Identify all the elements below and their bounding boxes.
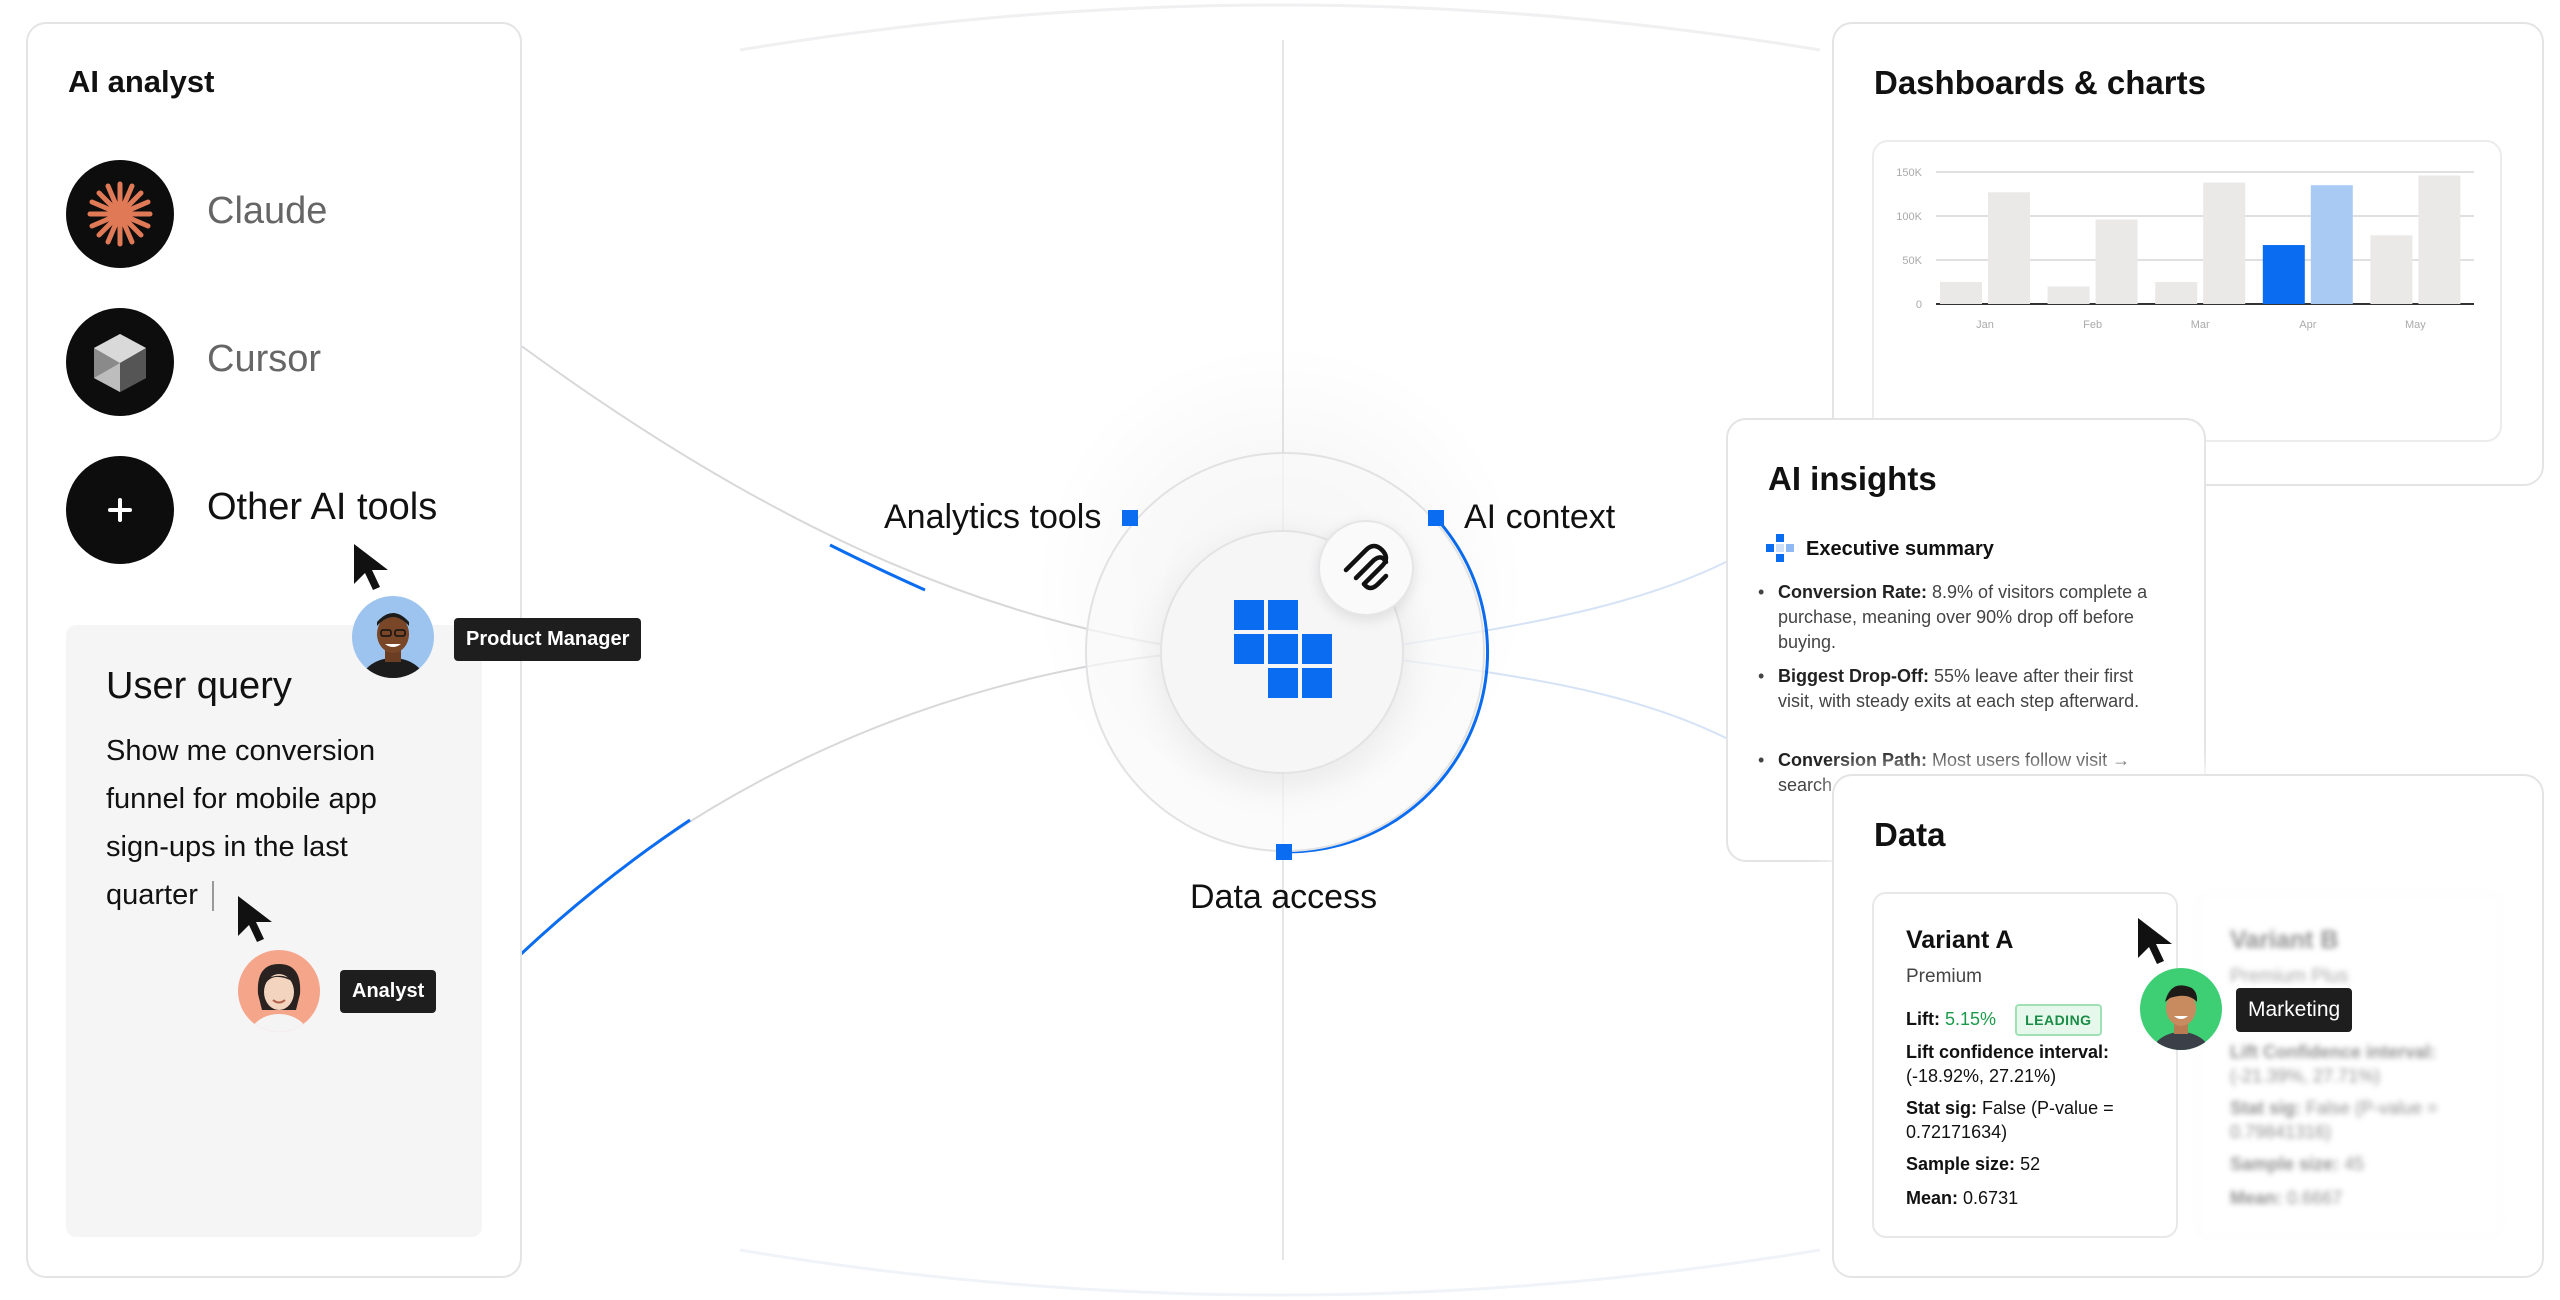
bar-apr-series-2 [2310,185,2353,304]
y-tick-label: 100K [1896,211,1922,223]
ci-value: (-18.92%, 27.21%) [1906,1066,2057,1086]
bar-feb-series-1 [2047,286,2090,304]
variant-a-plan: Premium [1906,966,1983,987]
product-manager-avatar [352,596,434,678]
variant-b-title: Variant B [2230,926,2339,954]
analyst-tag: Analyst [340,970,437,1013]
variant-a-lift: Lift: 5.15% LEADING [1906,1004,2166,1036]
ci-value: (-21.39%, 27.71%) [2230,1066,2381,1086]
bar-apr-series-1 [2262,245,2305,304]
bar-mar-series-1 [2155,282,2198,304]
sparkle-grid-icon [1766,534,1794,562]
sample-label: Sample size: [1906,1154,2016,1174]
insight-text: 8.9% of visitors complete a purchase, me… [1778,582,2148,652]
mean-label: Mean: [1906,1188,1959,1208]
insight-bullet: Biggest Drop-Off: 55% leave after their … [1758,664,2174,714]
user-query-text[interactable]: Show me conversion funnel for mobile app… [106,727,426,919]
bar-chart-panel: 0 50K 100K 150K Jan Feb Mar Apr May [1872,140,2502,442]
stat-value: False (P-value = 0.79841316) [2230,1098,2438,1142]
variant-a-sample: Sample size: 52 [1906,1152,2166,1176]
variant-b-card[interactable]: Variant B Premium Plus Lift Confidence i… [2196,892,2502,1238]
bar-mar-series-2 [2203,182,2246,304]
cursor-icon[interactable] [66,308,174,416]
variant-b-stat: Stat sig: False (P-value = 0.79841316) [2230,1096,2490,1144]
user-query-content: Show me conversion funnel for mobile app… [106,735,377,911]
variant-a-mean: Mean: 0.6731 [1906,1186,2166,1210]
node-dot-analytics-tools [1122,510,1138,526]
sample-value: 52 [2020,1154,2041,1174]
variant-a-title: Variant A [1906,926,2014,954]
variant-b-sample: Sample size: 45 [2230,1152,2490,1176]
node-label-data-access: Data access [1190,878,1378,916]
node-label-ai-context: AI context [1464,498,1616,536]
bar-may-series-2 [2418,175,2461,304]
variant-b-ci: Lift Confidence interval: (-21.39%, 27.7… [2230,1040,2490,1088]
mean-value: 0.6667 [2287,1188,2343,1208]
bar-may-series-1 [2370,235,2413,304]
x-tick-label: Apr [2299,319,2316,331]
insight-text: 55% leave after their first visit, with … [1778,666,2140,711]
insight-label: Conversion Path: [1778,750,1928,770]
mean-value: 0.6731 [1963,1188,2019,1208]
bar-chart: 0 50K 100K 150K Jan Feb Mar Apr May [1896,167,2474,331]
executive-summary-heading: Executive summary [1806,538,1994,560]
x-tick-label: Jan [1976,319,1994,331]
bar-feb-series-2 [2095,219,2138,304]
y-tick-label: 150K [1896,167,1922,179]
marketing-avatar [2140,968,2222,1050]
mcp-badge [1318,520,1414,616]
lift-value: 5.15% [1945,1009,1997,1029]
sample-value: 45 [2344,1154,2365,1174]
mcp-icon [1343,543,1389,591]
claude-icon[interactable] [66,160,174,268]
user-query-title: User query [106,665,292,707]
stat-label: Stat sig: [2230,1098,2302,1118]
insight-bullet: Conversion Rate: 8.9% of visitors comple… [1758,580,2174,655]
ci-label: Lift Confidence interval: [2230,1042,2437,1062]
node-label-analytics-tools: Analytics tools [884,498,1102,536]
x-tick-label: Feb [2083,319,2102,331]
insight-label: Conversion Rate: [1778,582,1928,602]
insight-label: Biggest Drop-Off: [1778,666,1929,686]
dashboards-title: Dashboards & charts [1874,64,2206,101]
pointer-cursor-icon [354,544,388,590]
x-tick-label: May [2405,319,2426,331]
product-manager-tag: Product Manager [454,618,642,661]
x-tick-label: Mar [2191,319,2210,331]
stat-label: Stat sig: [1906,1098,1978,1118]
stat-value: False (P-value = 0.72171634) [1906,1098,2114,1142]
windows-grid-logo-icon [1234,600,1332,698]
node-dot-ai-context [1428,510,1444,526]
ai-insights-title: AI insights [1768,460,1937,497]
ci-label: Lift confidence interval: [1906,1042,2110,1062]
variant-a-stat: Stat sig: False (P-value = 0.72171634) [1906,1096,2166,1144]
user-query-box[interactable]: User query Show me conversion funnel for… [66,625,482,1237]
variant-a-ci: Lift confidence interval: (-18.92%, 27.2… [1906,1040,2166,1088]
text-caret [211,881,214,912]
leading-badge: LEADING [2015,1004,2102,1036]
y-tick-label: 50K [1902,255,1922,267]
ai-analyst-title: AI analyst [68,64,215,99]
sample-label: Sample size: [2230,1154,2340,1174]
node-dot-data-access [1276,844,1292,860]
tool-label-cursor[interactable]: Cursor [207,338,322,380]
analyst-avatar [238,950,320,1032]
pointer-cursor-icon [2138,918,2172,964]
marketing-tag: Marketing [2236,988,2353,1032]
pointer-cursor-icon [238,896,272,942]
bar-jan-series-2 [1988,192,2030,304]
plus-icon[interactable] [66,456,174,564]
lift-label: Lift: [1906,1009,1940,1029]
variant-a-card[interactable]: Variant A Premium Lift: 5.15% LEADING Li… [1872,892,2178,1238]
bar-jan-series-1 [1940,282,1982,304]
variant-b-plan: Premium Plus [2230,966,2349,987]
variant-b-mean: Mean: 0.6667 [2230,1186,2490,1210]
tool-label-other-ai-tools[interactable]: Other AI tools [207,486,438,528]
mean-label: Mean: [2230,1188,2283,1208]
tool-label-claude[interactable]: Claude [207,190,328,232]
y-tick-label: 0 [1916,299,1922,311]
data-title: Data [1874,816,1946,853]
